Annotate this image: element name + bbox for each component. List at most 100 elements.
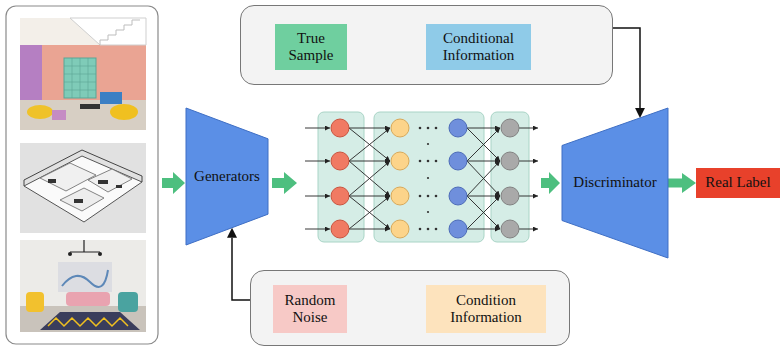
- living-room-photo: [98, 252, 102, 256]
- interior-photo: [80, 104, 100, 109]
- network-connection: [349, 196, 390, 197]
- interior-photo: [70, 18, 146, 45]
- ellipsis-dots: [435, 160, 438, 163]
- network-connection: [305, 161, 330, 162]
- network-connection: [349, 161, 390, 196]
- floor-plan-render: [20, 143, 146, 233]
- ellipsis-dots: [427, 195, 430, 198]
- input-neuron: [331, 119, 349, 238]
- network-connection: [467, 196, 500, 229]
- layer-box: [374, 112, 484, 242]
- interior-photo: [27, 105, 53, 119]
- hidden-neuron: [449, 220, 467, 238]
- network-connection: [305, 128, 538, 229]
- data-box: Conditional Information: [426, 24, 531, 70]
- data-box: Random Noise: [273, 285, 347, 333]
- hidden-neuron: [391, 119, 409, 238]
- input-neuron: [331, 119, 349, 137]
- floor-plan-render: [24, 150, 142, 186]
- network-connection: [467, 128, 500, 161]
- output-neuron: [501, 187, 519, 205]
- network-connection: [349, 128, 390, 161]
- living-room-photo: [20, 240, 146, 332]
- discriminator-block: Discriminator: [562, 108, 668, 258]
- node-label: Condition Information: [431, 292, 541, 327]
- image-panel: [6, 6, 158, 344]
- interior-photo: [20, 18, 146, 130]
- condition-arrow: [232, 238, 250, 300]
- ellipsis-dots: [427, 228, 430, 231]
- flow-arrow: [272, 172, 297, 194]
- ellipsis-dots: [435, 228, 438, 231]
- flow-arrow: [541, 172, 560, 194]
- hidden-neuron: [391, 119, 409, 137]
- interior-photo: [64, 58, 96, 98]
- hidden-neuron: [391, 220, 409, 238]
- floor-plan-render: [20, 143, 146, 233]
- ellipsis-dots: [435, 127, 438, 130]
- discriminator-block-shape: [562, 108, 668, 258]
- network-connection: [349, 161, 390, 162]
- living-room-photo: [48, 318, 128, 326]
- living-room-photo: [62, 270, 108, 287]
- network-connection: [349, 161, 390, 196]
- generator-block-shape: [186, 108, 268, 245]
- input-panel: Random Noise Condition Information: [250, 270, 570, 346]
- ellipsis-dots: [427, 127, 430, 130]
- network-connection: [349, 128, 390, 161]
- condition-arrow: [613, 28, 640, 108]
- input-panel: True Sample Conditional Information: [240, 5, 613, 85]
- hidden-neuron: [449, 152, 467, 170]
- network-connection: [519, 229, 538, 230]
- input-neuron: [331, 220, 349, 238]
- floor-plan-render: [74, 199, 83, 203]
- output-neuron: [501, 119, 519, 137]
- network-connection: [349, 229, 390, 230]
- node-label: Generators: [191, 168, 263, 185]
- node-label: Discriminator: [567, 174, 663, 191]
- network-connection: [519, 196, 538, 197]
- floor-plan-render: [98, 180, 108, 184]
- interior-photo: [110, 104, 138, 120]
- floor-plan-render: [88, 169, 132, 192]
- ellipsis-dots: [419, 195, 422, 198]
- ellipsis-dots: [419, 160, 422, 163]
- ellipsis-dots: [427, 160, 430, 163]
- generator-block: Generators: [186, 108, 268, 245]
- floor-plan-render: [116, 185, 122, 188]
- living-room-photo: [26, 292, 44, 312]
- floor-plan-render: [60, 188, 104, 211]
- node-label: Conditional Information: [431, 30, 526, 65]
- floor-plan-render: [48, 179, 56, 183]
- interior-photo: [20, 18, 146, 130]
- ellipsis-dots: [419, 127, 422, 130]
- hidden-neuron: [449, 119, 467, 137]
- ellipsis-dots: [419, 127, 438, 231]
- data-box: True Sample: [275, 24, 347, 70]
- hidden-neuron: [449, 187, 467, 205]
- interior-photo: [52, 110, 66, 120]
- node-label: Real Label: [701, 174, 775, 191]
- output-neuron: [501, 119, 519, 238]
- living-room-photo: [66, 292, 110, 306]
- network-connection: [519, 128, 538, 129]
- flow-arrow: [162, 172, 185, 194]
- network-connection: [467, 161, 500, 196]
- interior-photo: [64, 58, 96, 98]
- living-room-photo: [40, 312, 140, 330]
- input-neuron: [331, 152, 349, 170]
- node-label: Random Noise: [278, 292, 342, 327]
- hidden-neuron: [391, 187, 409, 205]
- network-connection: [349, 196, 390, 229]
- network-connection: [467, 196, 500, 229]
- ellipsis-dots: [419, 228, 422, 231]
- output-neuron: [501, 152, 519, 170]
- interior-photo: [100, 92, 122, 104]
- ellipsis-dots: [427, 211, 429, 213]
- interior-photo: [20, 45, 146, 100]
- hidden-neuron: [391, 152, 409, 170]
- node-label: True Sample: [280, 30, 342, 65]
- interior-photo: [20, 45, 42, 100]
- living-room-photo: [118, 292, 138, 312]
- interior-photo: [100, 20, 140, 45]
